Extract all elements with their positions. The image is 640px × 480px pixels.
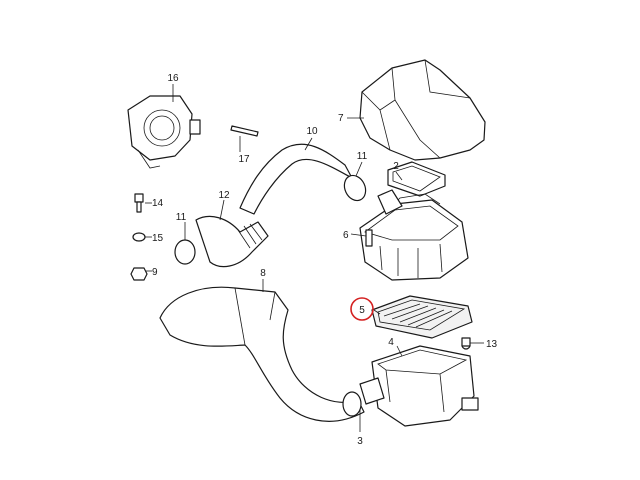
callout-labels: 16 17 10 11 11 12 14 15 9 8 7 2 6 5 4 13… — [152, 73, 498, 447]
callout-10: 10 — [306, 126, 318, 137]
callout-7: 7 — [338, 113, 344, 124]
part-5-filter-element — [371, 295, 473, 339]
callout-13: 13 — [486, 339, 498, 350]
callout-5: 5 — [359, 305, 365, 316]
part-13-clip — [461, 337, 471, 347]
callout-6: 6 — [343, 230, 349, 241]
callout-4: 4 — [388, 337, 394, 348]
part-2-upper-housing — [359, 161, 469, 281]
callout-8: 8 — [260, 268, 266, 279]
part-4-lower-housing — [359, 340, 479, 427]
part-17-bolt — [230, 125, 259, 137]
callout-2: 2 — [393, 161, 399, 172]
part-14-bolt — [134, 193, 144, 213]
part-7-cover — [359, 59, 486, 161]
callout-9: 9 — [152, 267, 158, 278]
callout-3: 3 — [357, 436, 363, 447]
part-10-intake-hose — [239, 143, 353, 215]
callout-14: 14 — [152, 198, 164, 209]
part-15-washer — [132, 232, 146, 242]
part-11-clamp-lower — [174, 239, 196, 265]
part-16-throttle-body — [127, 95, 201, 169]
callout-11-lower: 11 — [176, 212, 187, 223]
callout-16: 16 — [167, 73, 179, 84]
part-11-clamp-upper — [343, 174, 367, 202]
leader-lines — [145, 84, 484, 432]
highlight-ring-5 — [350, 297, 374, 321]
callout-15: 15 — [152, 233, 164, 244]
part-9-nut — [130, 267, 148, 281]
callout-17: 17 — [238, 154, 250, 165]
part-6-screw — [365, 229, 373, 247]
callout-11-upper: 11 — [357, 151, 368, 162]
part-8-air-duct — [159, 286, 365, 422]
callout-12: 12 — [218, 190, 230, 201]
part-12-bellows-elbow — [195, 215, 269, 268]
